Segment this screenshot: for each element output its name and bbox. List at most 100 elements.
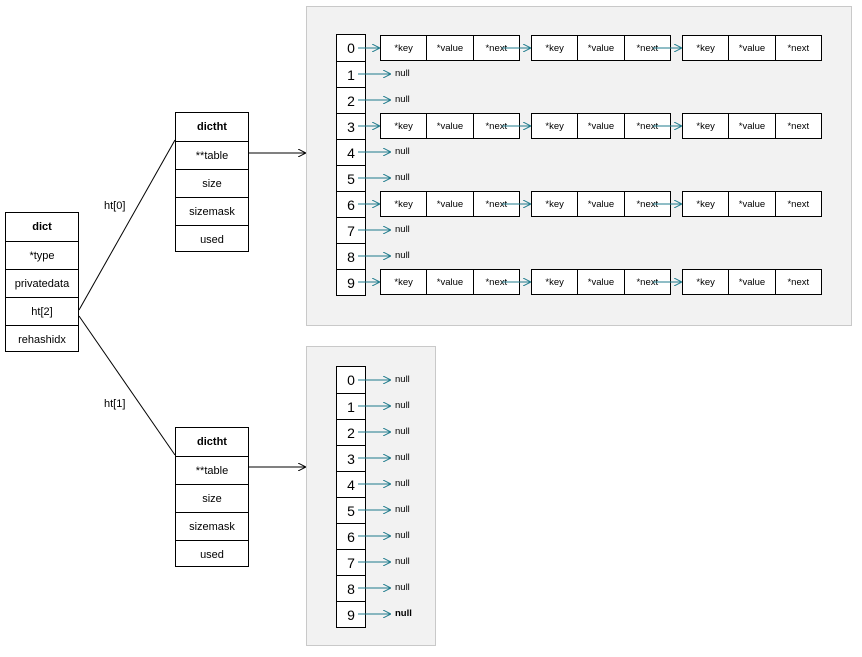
entry-field-next: *next [623, 192, 670, 216]
t0-bucket-5: 5 [337, 165, 365, 191]
dictht-1-field-used: used [176, 540, 248, 568]
t1-bucket-7: 7 [337, 549, 365, 575]
entry-field-value: *value [577, 192, 623, 216]
entry-field-key: *key [394, 42, 413, 54]
entry-field-next: *next [774, 114, 821, 138]
t0-entry-6-0: *key *value*next [380, 191, 520, 217]
t0-null-4: null [395, 146, 410, 157]
t0-entry-3-0: *key *value*next [380, 113, 520, 139]
dict-to-dictht-1-line [78, 315, 176, 456]
entry-field-key: *key [545, 198, 564, 210]
hash-table-1-panel [306, 346, 436, 646]
dictht-1-header: dictht [197, 436, 227, 448]
t0-null-5: null [395, 172, 410, 183]
entry-field-value: *value [577, 114, 623, 138]
t0-null-2: null [395, 94, 410, 105]
t1-null-8: null [395, 582, 410, 593]
t0-entry-6-1: *key *value*next [531, 191, 671, 217]
entry-field-next: *next [623, 36, 670, 60]
dictht-0-header: dictht [197, 121, 227, 133]
t1-null-6: null [395, 530, 410, 541]
dictht-1-field-size: size [176, 484, 248, 512]
entry-field-key: *key [696, 42, 715, 54]
ht0-label: ht[0] [104, 200, 126, 212]
entry-field-value: *value [426, 270, 472, 294]
dictht-0-field-table: **table [176, 141, 248, 169]
entry-field-value: *value [728, 114, 774, 138]
t0-entry-0-1: *key *value*next [531, 35, 671, 61]
t0-entry-9-2: *key *value*next [682, 269, 822, 295]
t0-bucket-8: 8 [337, 243, 365, 269]
t0-entry-6-2: *key*value*next [682, 191, 822, 217]
t0-bucket-1: 1 [337, 61, 365, 87]
t1-bucket-8: 8 [337, 575, 365, 601]
t1-null-7: null [395, 556, 410, 567]
t1-bucket-3: 3 [337, 445, 365, 471]
t0-bucket-7: 7 [337, 217, 365, 243]
t0-null-1: null [395, 68, 410, 79]
ht1-label: ht[1] [104, 398, 126, 410]
entry-field-value: *value [426, 36, 472, 60]
entry-field-key: *key [394, 198, 413, 210]
entry-field-key: *key [696, 276, 715, 288]
t0-null-7: null [395, 224, 410, 235]
t0-entry-3-1: *key*value*next [531, 113, 671, 139]
t1-null-4: null [395, 478, 410, 489]
entry-field-value: *value [426, 192, 472, 216]
entry-field-value: *value [728, 270, 774, 294]
dictht-1-field-table: **table [176, 456, 248, 484]
t0-null-8: null [395, 250, 410, 261]
t0-entry-9-0: *key *value*next [380, 269, 520, 295]
dict-field-privatedata: privatedata [6, 269, 78, 297]
entry-field-key: *key [545, 120, 564, 132]
t0-entry-0-0: *key *value*next [380, 35, 520, 61]
t1-bucket-4: 4 [337, 471, 365, 497]
dict-header: dict [32, 221, 52, 233]
dict-to-dictht-0-line [78, 139, 176, 311]
dictht-0-struct: dictht **table size sizemask used [175, 112, 249, 252]
entry-field-value: *value [577, 270, 623, 294]
t0-bucket-0: 0 [347, 40, 355, 56]
t1-bucket-6: 6 [337, 523, 365, 549]
entry-field-key: *key [394, 120, 413, 132]
t1-null-1: null [395, 400, 410, 411]
dictht-0-field-used: used [176, 225, 248, 253]
t0-entry-9-1: *key *value*next [531, 269, 671, 295]
entry-field-next: *next [472, 192, 519, 216]
dictht-0-field-sizemask: sizemask [176, 197, 248, 225]
t0-bucket-6: 6 [337, 191, 365, 217]
t0-bucket-9: 9 [337, 269, 365, 295]
entry-field-value: *value [728, 192, 774, 216]
t1-bucket-1: 1 [337, 393, 365, 419]
entry-field-next: *next [623, 270, 670, 294]
entry-field-next: *next [774, 270, 821, 294]
dict-field-ht: ht[2] [6, 297, 78, 325]
dictht-1-struct: dictht **table size sizemask used [175, 427, 249, 567]
entry-field-key: *key [545, 42, 564, 54]
entry-field-key: *key [394, 276, 413, 288]
t0-entry-3-2: *key *value*next [682, 113, 822, 139]
t1-null-0: null [395, 374, 410, 385]
dict-field-type: *type [6, 241, 78, 269]
entry-field-next: *next [774, 192, 821, 216]
t1-null-5: null [395, 504, 410, 515]
t1-bucket-2: 2 [337, 419, 365, 445]
t1-null-9: null [395, 608, 412, 619]
entry-field-key: *key [696, 120, 715, 132]
t0-bucket-2: 2 [337, 87, 365, 113]
t1-bucket-5: 5 [337, 497, 365, 523]
t1-null-2: null [395, 426, 410, 437]
entry-field-key: *key [545, 276, 564, 288]
entry-field-value: *value [426, 114, 472, 138]
dict-struct: dict *type privatedata ht[2] rehashidx [5, 212, 79, 352]
entry-field-value: *value [728, 36, 774, 60]
entry-field-next: *next [472, 36, 519, 60]
t1-null-3: null [395, 452, 410, 463]
entry-field-value: *value [577, 36, 623, 60]
entry-field-next: *next [472, 270, 519, 294]
dictht-0-field-size: size [176, 169, 248, 197]
entry-field-next: *next [472, 114, 519, 138]
t1-bucket-9: 9 [337, 601, 365, 627]
